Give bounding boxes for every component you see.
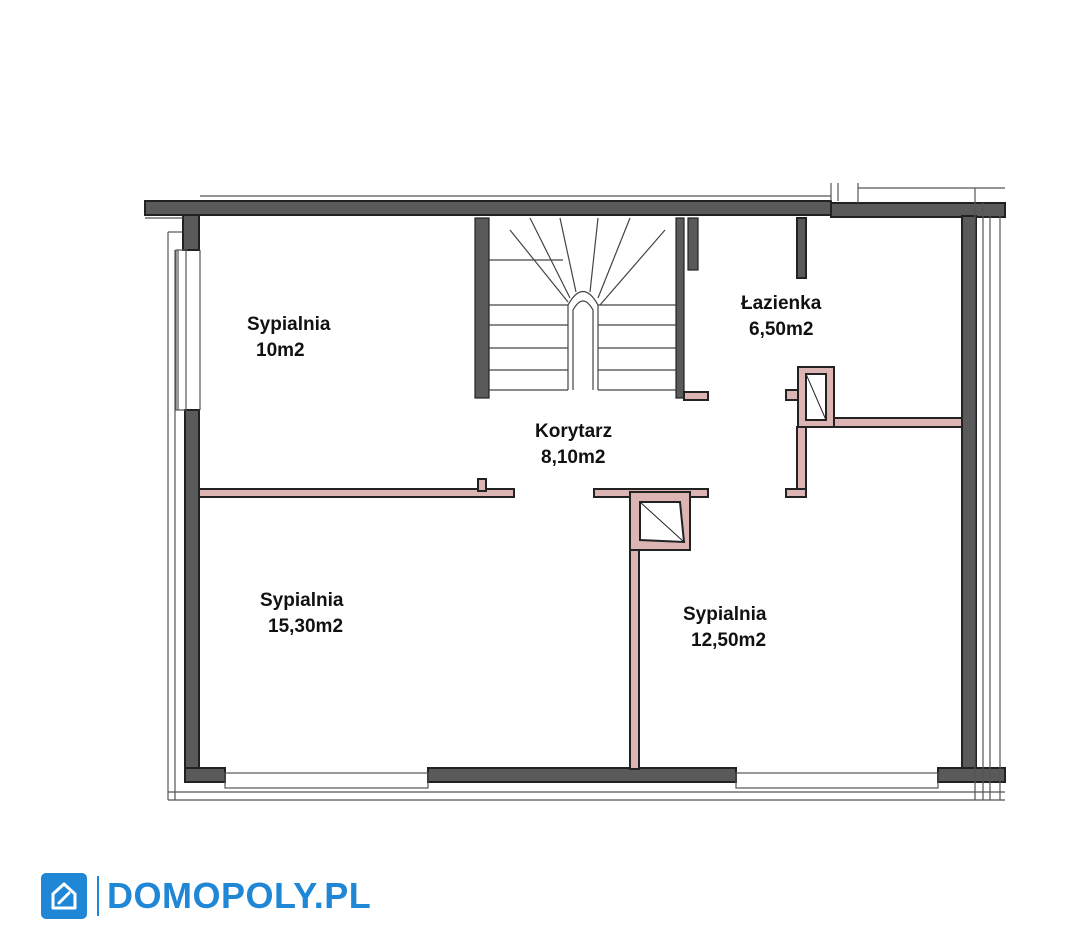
partitions: [198, 217, 963, 770]
brand-logo: DOMOPOLY.PL: [41, 873, 371, 919]
partition-bath-top: [796, 217, 807, 279]
top-wall-right: [830, 202, 1006, 218]
room-area: 8,10m2: [541, 447, 606, 468]
room-area: 10m2: [256, 340, 305, 361]
room-label-corridor: Korytarz 8,10m2: [535, 419, 612, 471]
room-label-bedroom-medium: Sypialnia 12,50m2: [683, 602, 766, 654]
window-bottom-right: [735, 772, 939, 789]
bottom-wall-mid: [427, 767, 737, 783]
room-name: Sypialnia: [260, 590, 344, 611]
staircase: [474, 217, 699, 399]
top-wall: [144, 200, 832, 216]
room-area: 15,30m2: [268, 616, 344, 637]
room-name: Sypialnia: [247, 314, 331, 335]
facade-lines: [145, 183, 1005, 801]
logo-text: DOMOPOLY.PL: [107, 875, 372, 916]
room-area: 12,50m2: [691, 630, 767, 651]
partition-bath-left: [796, 426, 807, 498]
room-name: Sypialnia: [683, 604, 767, 625]
room-label-bathroom: Łazienka 6,50m2: [741, 291, 821, 343]
right-wall: [961, 215, 977, 775]
partition-bath-bottom: [831, 417, 963, 428]
left-wall-upper: [182, 214, 200, 251]
logo-separator: [97, 876, 99, 916]
bottom-wall-left: [184, 767, 226, 783]
room-label-bedroom-small: Sypialnia 10m2: [247, 312, 330, 364]
bottom-wall-right: [937, 767, 1006, 783]
room-area: 6,50m2: [749, 319, 814, 340]
left-wall-lower: [184, 409, 200, 776]
window-left: [175, 249, 187, 411]
house-pin-icon: [41, 873, 87, 919]
partition-left-bedrooms: [198, 488, 515, 498]
window-bottom-left: [224, 772, 429, 789]
room-name: Łazienka: [741, 293, 822, 314]
room-label-bedroom-large: Sypialnia 15,30m2: [260, 588, 343, 640]
room-name: Korytarz: [535, 421, 613, 442]
ducts: [629, 366, 835, 551]
